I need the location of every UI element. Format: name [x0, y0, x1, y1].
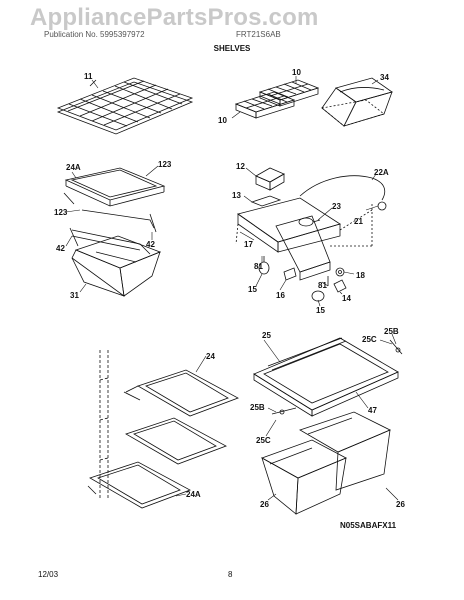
callout-123-top: 123 [158, 160, 172, 169]
callout-24: 24 [206, 352, 215, 361]
callout-25c-left: 25C [256, 436, 271, 445]
callout-10-left: 10 [218, 116, 227, 125]
callout-25b-left: 25B [250, 403, 265, 412]
callout-13: 13 [232, 191, 241, 200]
clip [334, 280, 346, 292]
callout-25b-top: 25B [384, 327, 399, 336]
page-number: 8 [228, 570, 233, 579]
cantilever-shelf [64, 168, 164, 232]
cabinet-wall [100, 350, 108, 500]
callout-31: 31 [70, 291, 79, 300]
callout-15-left: 15 [248, 285, 257, 294]
publication-number: Publication No. 5995397972 [44, 30, 145, 39]
light-housing [236, 198, 372, 280]
callout-22a: 22A [374, 168, 389, 177]
callout-24a-bottom: 24A [186, 490, 201, 499]
crisper-pan [72, 236, 160, 296]
callout-42-left: 42 [56, 244, 65, 253]
knob [336, 268, 344, 276]
light-cover [256, 168, 284, 190]
shelf-lower [88, 462, 190, 508]
callout-21: 21 [354, 217, 363, 226]
callout-10-top: 10 [292, 68, 301, 77]
shelf-rail [70, 228, 150, 254]
callout-23: 23 [332, 202, 341, 211]
callout-34: 34 [380, 73, 389, 82]
callout-14: 14 [342, 294, 351, 303]
crisper-drawer-right [300, 412, 390, 490]
storage-bin [322, 78, 392, 126]
callout-26-left: 26 [260, 500, 269, 509]
crisper-cover [254, 338, 398, 416]
section-title: SHELVES [213, 44, 251, 53]
callout-47: 47 [368, 406, 377, 415]
wire-shelf [58, 78, 192, 134]
callout-12: 12 [236, 162, 245, 171]
model-number: FRT21S6AB [236, 30, 281, 39]
support-top-right [390, 340, 402, 354]
callout-123-left: 123 [54, 208, 68, 217]
diagram-code: N05SABAFX11 [340, 521, 397, 530]
callout-11: 11 [84, 72, 93, 81]
light-bulb-right [312, 291, 324, 301]
callout-18: 18 [356, 271, 365, 280]
callout-81-right: 81 [318, 281, 327, 290]
shelf-middle [126, 418, 226, 464]
ice-tray-lower [236, 92, 294, 118]
callout-16: 16 [276, 291, 285, 300]
callout-15-right: 15 [316, 306, 325, 315]
callout-17: 17 [244, 240, 253, 249]
leader-lines [66, 76, 398, 500]
ice-tray-upper [260, 80, 318, 106]
shelf-upper [124, 370, 238, 416]
callout-42-right: 42 [146, 240, 155, 249]
callout-81-left: 81 [254, 262, 263, 271]
callout-25: 25 [262, 331, 271, 340]
support-left [272, 408, 296, 414]
crisper-drawer-left [262, 440, 346, 514]
callout-26-right: 26 [396, 500, 405, 509]
socket [284, 268, 296, 280]
callout-24a: 24A [66, 163, 81, 172]
footer-date: 12/03 [38, 570, 59, 579]
capillary-tube [300, 176, 386, 210]
light-bulb-left [259, 256, 269, 274]
thermostat [299, 218, 320, 226]
watermark: AppliancePartsPros.com [30, 4, 319, 31]
callout-25c-top: 25C [362, 335, 377, 344]
bracket [252, 196, 280, 206]
